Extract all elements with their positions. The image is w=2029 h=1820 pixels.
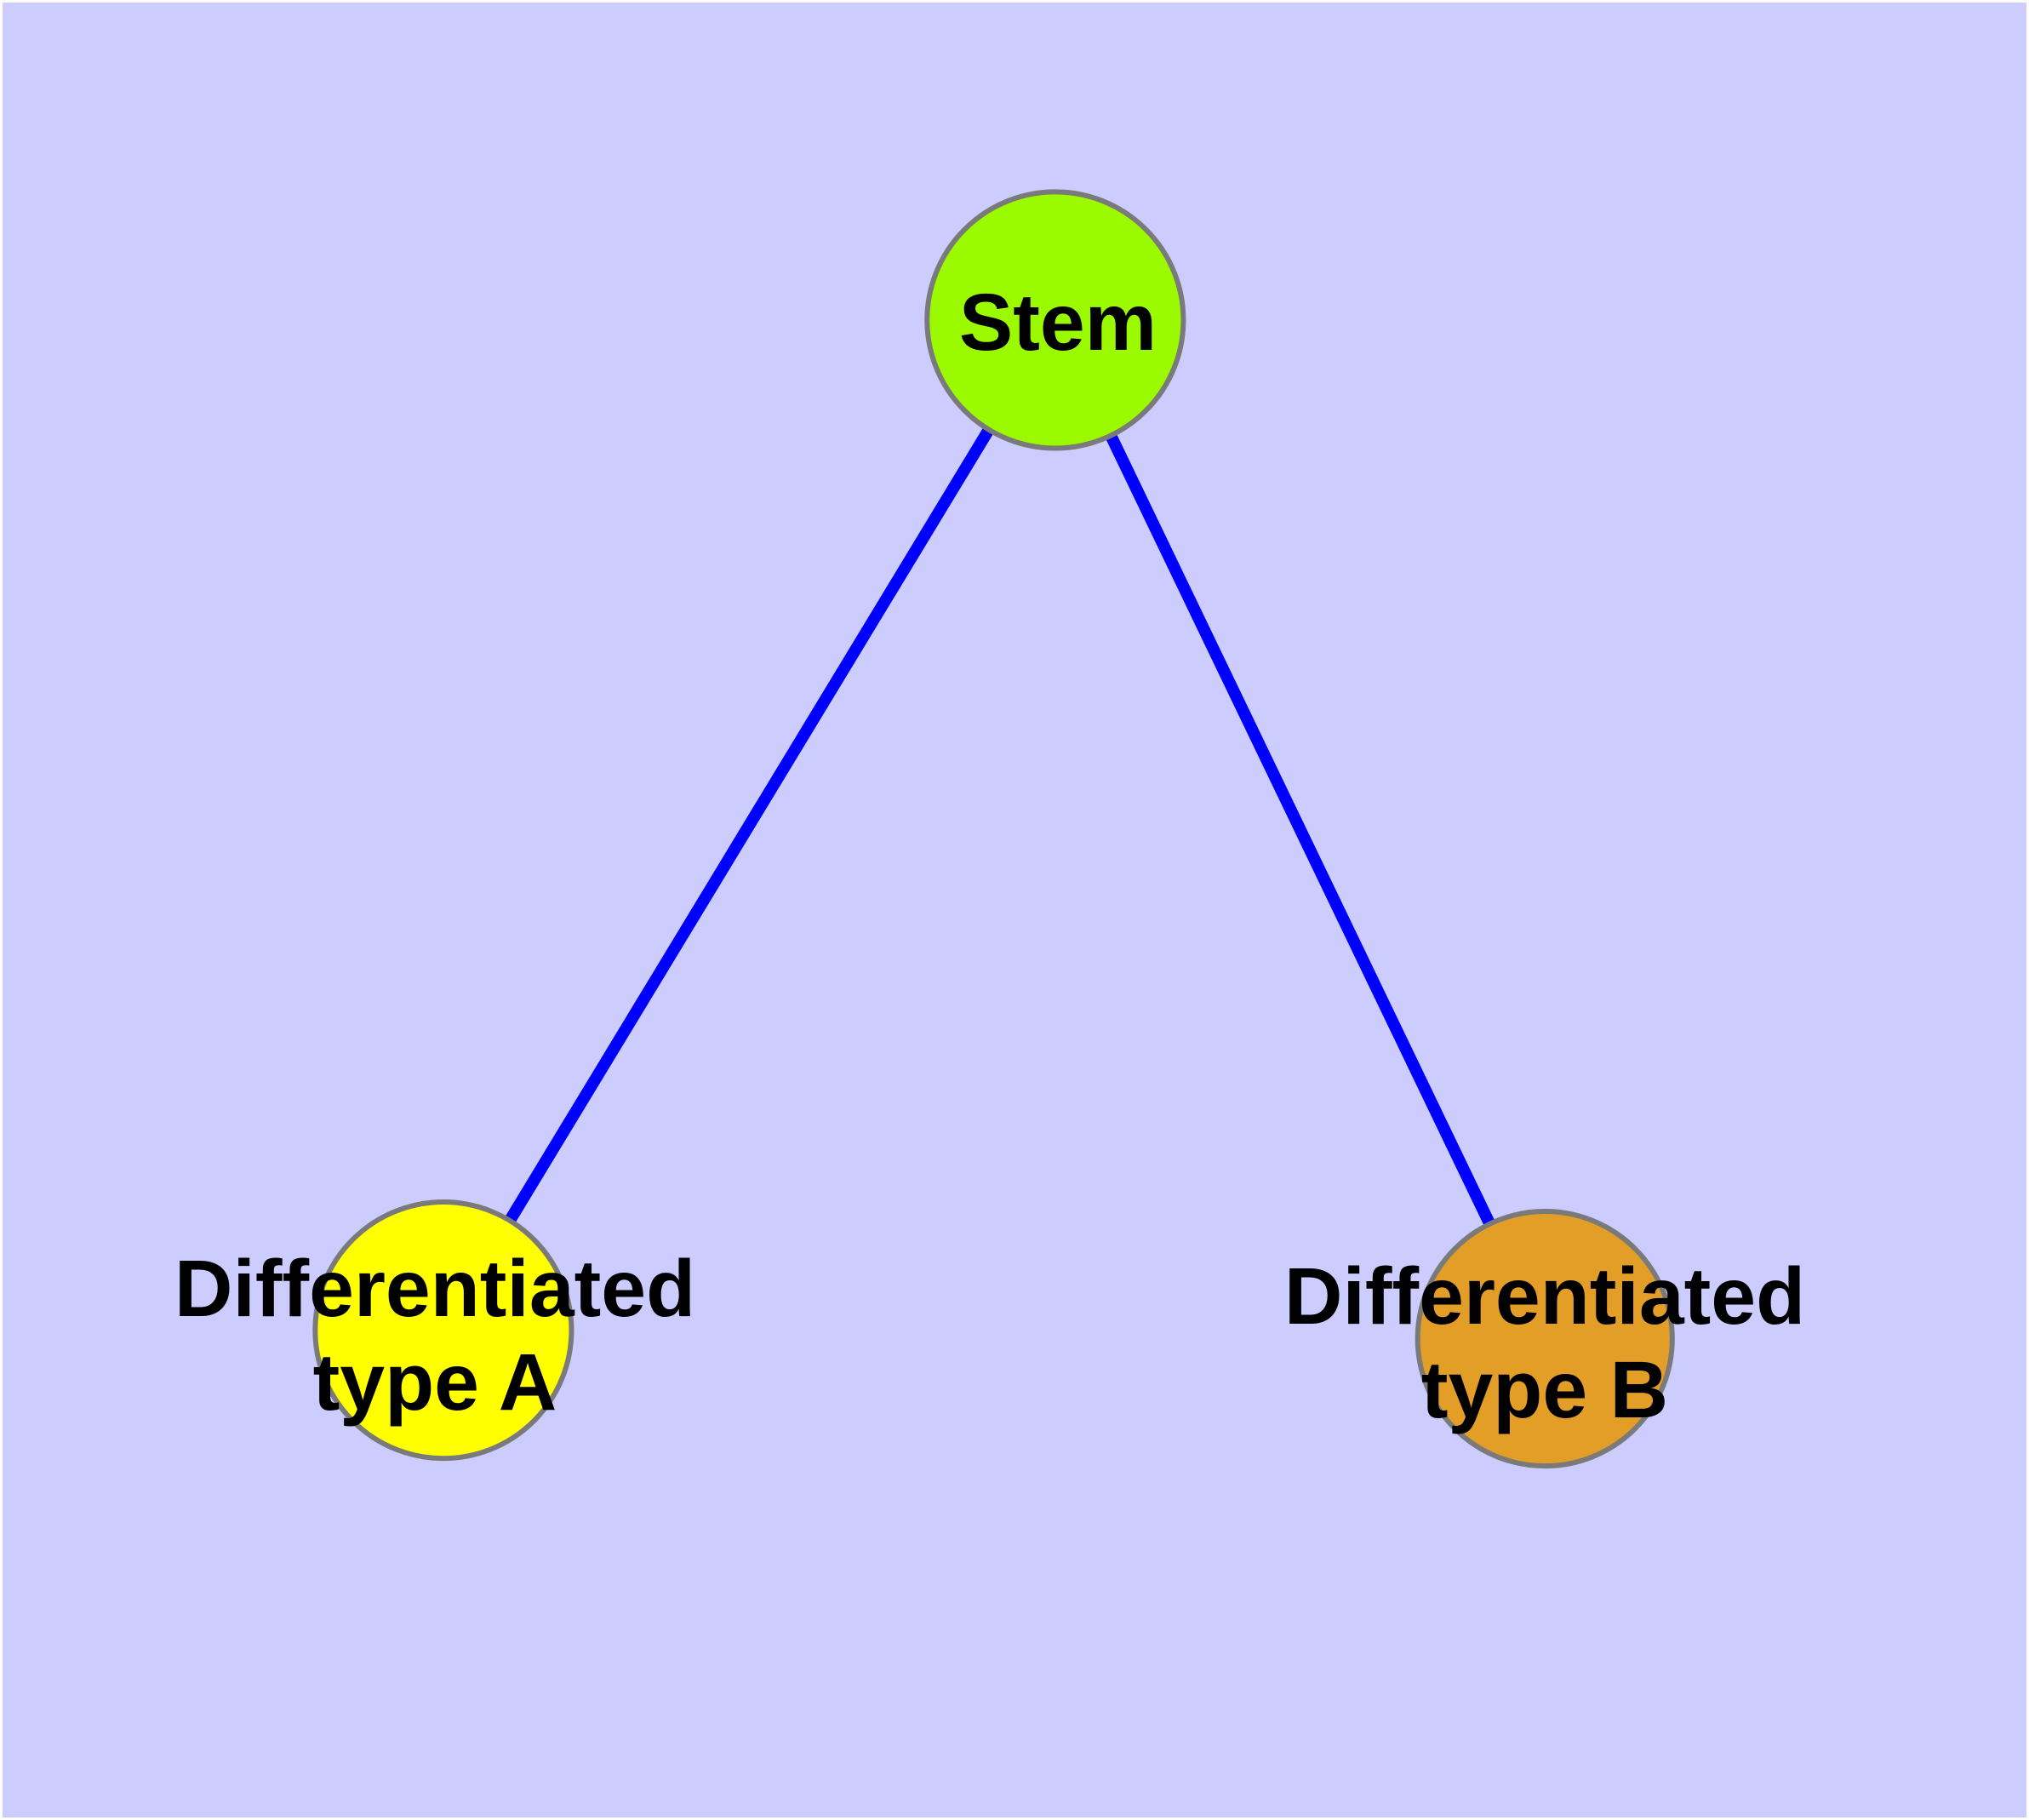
node-label-type-a: Differentiated type A [174,1244,696,1428]
edge-stem-to-type-a [437,317,1060,1334]
edge-stem-to-type-b [1049,317,1551,1342]
node-circle-type-b [1415,1209,1675,1469]
node-circle-type-a [312,1199,574,1462]
node-circle-stem [924,189,1186,451]
node-label-type-b: Differentiated type B [1283,1251,1806,1435]
graph-svg [312,189,1675,1469]
node-label-stem: Stem [958,278,1157,368]
